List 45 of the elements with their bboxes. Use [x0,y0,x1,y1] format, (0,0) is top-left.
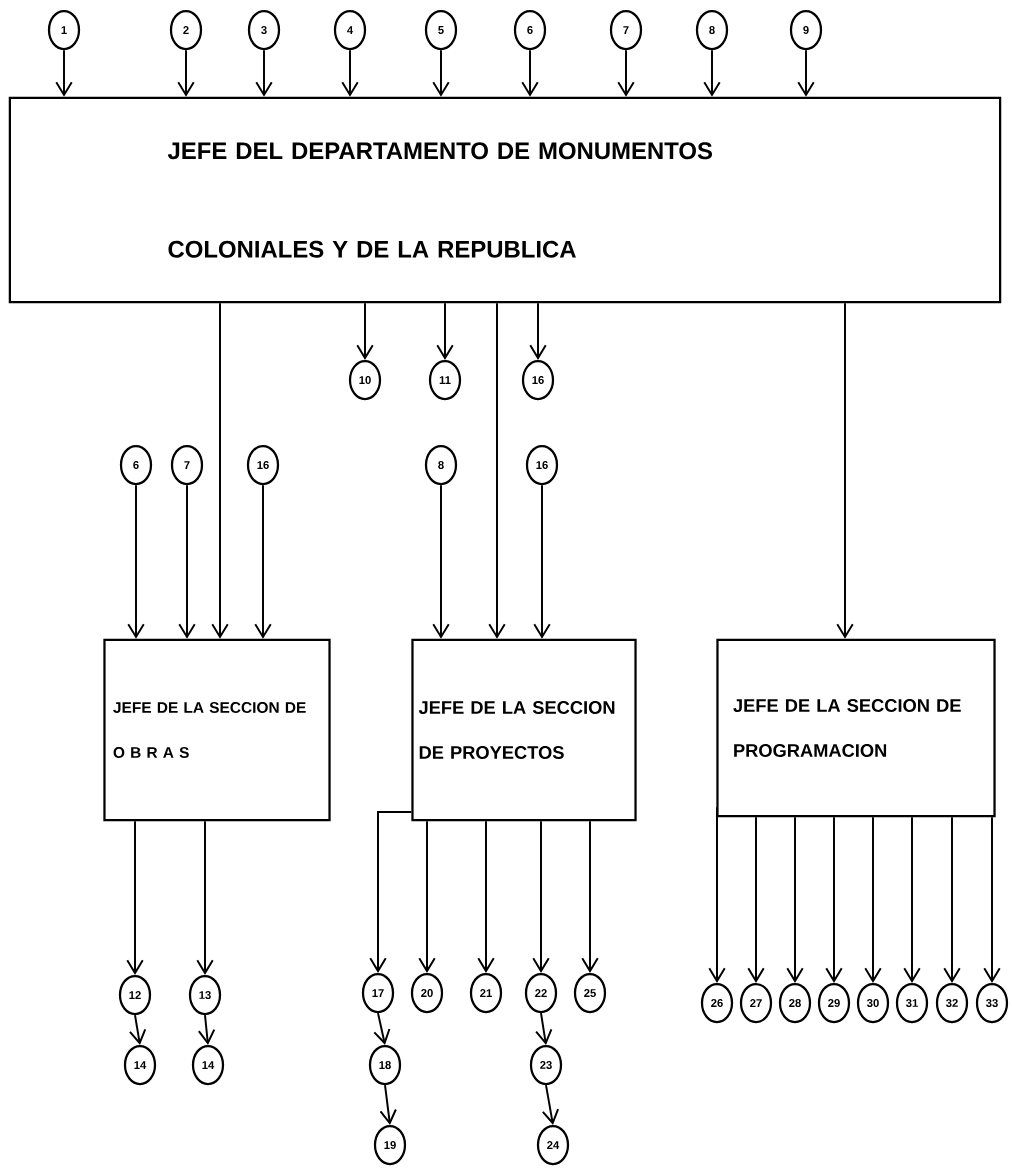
arrow [418,820,436,973]
arrow [532,820,550,973]
arrow [533,484,551,639]
arrow [747,816,765,983]
arrow [177,49,195,97]
arrow [825,816,843,983]
arrow [708,807,726,983]
arrow [432,49,450,97]
arrow [127,484,145,639]
arrow [432,484,450,639]
arrow [255,49,273,97]
arrow [535,1012,553,1045]
arrow [379,1084,397,1125]
arrow [943,816,961,983]
arrow [196,820,214,975]
arrow [55,49,73,97]
process-box: JEFE DEL DEPARTAMENTO DE MONUMENTOS COLONIALES Y DE LA REPUBLICA [8,96,1002,304]
arrow [126,820,144,975]
arrow [983,816,1001,983]
arrow [178,484,196,639]
arrow [356,302,374,360]
arrow [836,302,854,639]
arrow [128,1014,147,1045]
arrow [581,820,599,973]
arrow [797,49,815,97]
process-box: JEFE DE LA SECCION DE PROYECTOS [411,638,637,822]
arrow [529,302,547,360]
arrow [197,1014,216,1045]
arrow [477,820,495,973]
arrow [369,811,413,973]
arrow [703,49,721,97]
arrow [488,302,506,639]
arrow [436,302,454,360]
arrow [903,816,921,983]
process-box: JEFE DE LA SECCION DE O B R A S [103,638,331,822]
arrow [786,816,804,983]
arrow [864,816,882,983]
arrow [541,1084,560,1125]
arrow [373,1012,391,1045]
arrow [521,49,539,97]
arrow [617,49,635,97]
process-box: JEFE DE LA SECCION DE PROGRAMACION [716,638,996,818]
arrow [211,302,229,639]
arrow [341,49,359,97]
arrow [254,484,272,639]
